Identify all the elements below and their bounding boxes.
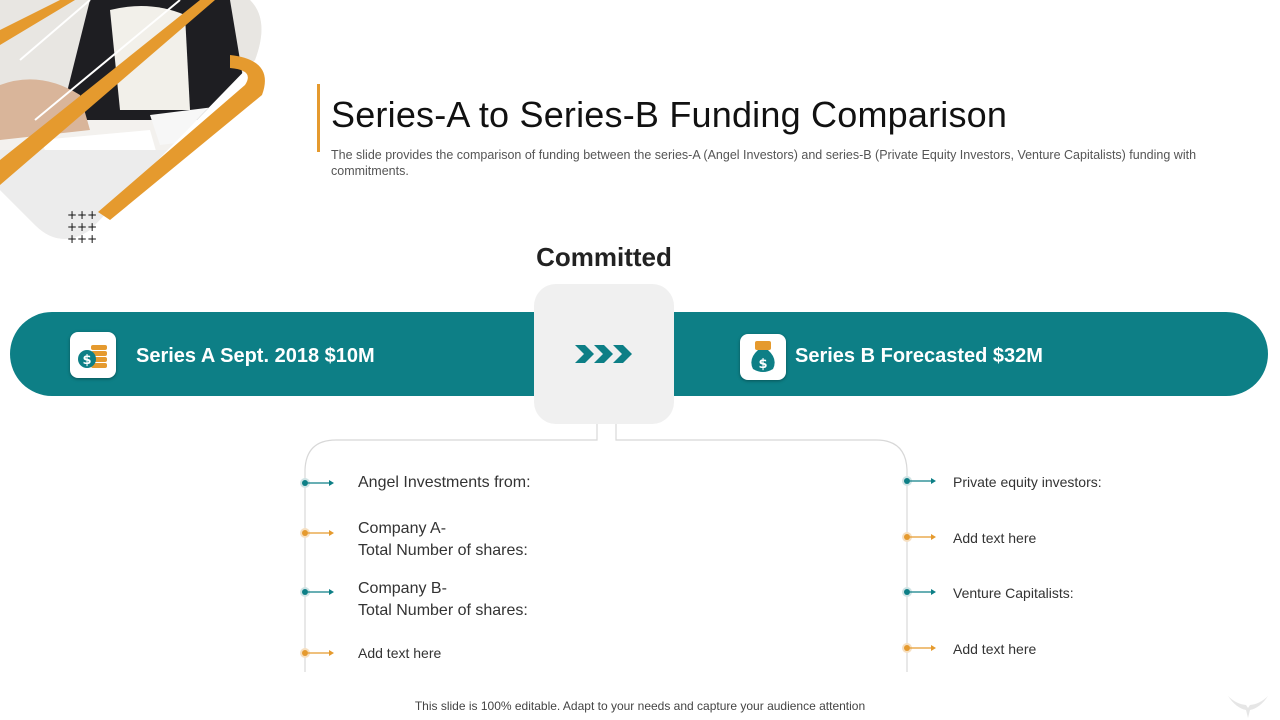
page-title: Series-A to Series-B Funding Comparison (331, 94, 1008, 135)
series-a-label: Series A Sept. 2018 $10M (136, 345, 375, 367)
bullet-arrow-icon (902, 532, 936, 542)
left-item-1-line1: Angel Investments from: (358, 474, 531, 491)
right-item-3: Venture Capitalists: (953, 585, 1074, 601)
left-item-2: Company A- Total Number of shares: (358, 518, 528, 562)
svg-text:+++: +++ (67, 208, 97, 222)
left-item-4-line1: Add text here (358, 645, 442, 661)
page-subtitle: The slide provides the comparison of fun… (331, 148, 1197, 178)
money-bag-icon: $ (740, 334, 786, 380)
bullet-arrow-icon (300, 528, 334, 538)
bullet-arrow-icon (300, 648, 334, 658)
bullet-arrow-icon (902, 643, 936, 653)
bullet-arrow-icon (300, 478, 334, 488)
coins-dollar-icon: $ (70, 332, 116, 378)
bullet-arrow-icon (902, 476, 936, 486)
left-item-3: Company B- Total Number of shares: (358, 578, 528, 622)
left-item-3-line2: Total Number of shares: (358, 602, 528, 619)
left-item-3-line1: Company B- (358, 580, 447, 597)
bullet-arrow-icon (300, 587, 334, 597)
footer-note: This slide is 100% editable. Adapt to yo… (414, 699, 866, 713)
header-photo: +++ +++ +++ (0, 0, 280, 250)
brand-logo-icon (1228, 696, 1268, 718)
right-item-1: Private equity investors: (953, 474, 1102, 490)
left-item-2-line2: Total Number of shares: (358, 542, 528, 559)
chevron-right-icon (573, 343, 635, 370)
title-accent-bar (317, 84, 320, 152)
series-b-label: Series B Forecasted $32M (795, 345, 1043, 367)
svg-text:$: $ (82, 353, 91, 368)
right-item-2: Add text here (953, 530, 1037, 546)
svg-text:+++: +++ (67, 232, 97, 246)
bullet-arrow-icon (902, 587, 936, 597)
committed-label: Committed (536, 242, 672, 272)
svg-text:+++: +++ (67, 220, 97, 234)
right-item-4: Add text here (953, 641, 1037, 657)
left-item-4: Add text here (358, 642, 441, 664)
left-item-2-line1: Company A- (358, 520, 447, 537)
left-item-1: Angel Investments from: (358, 472, 531, 494)
svg-text:$: $ (758, 357, 767, 372)
